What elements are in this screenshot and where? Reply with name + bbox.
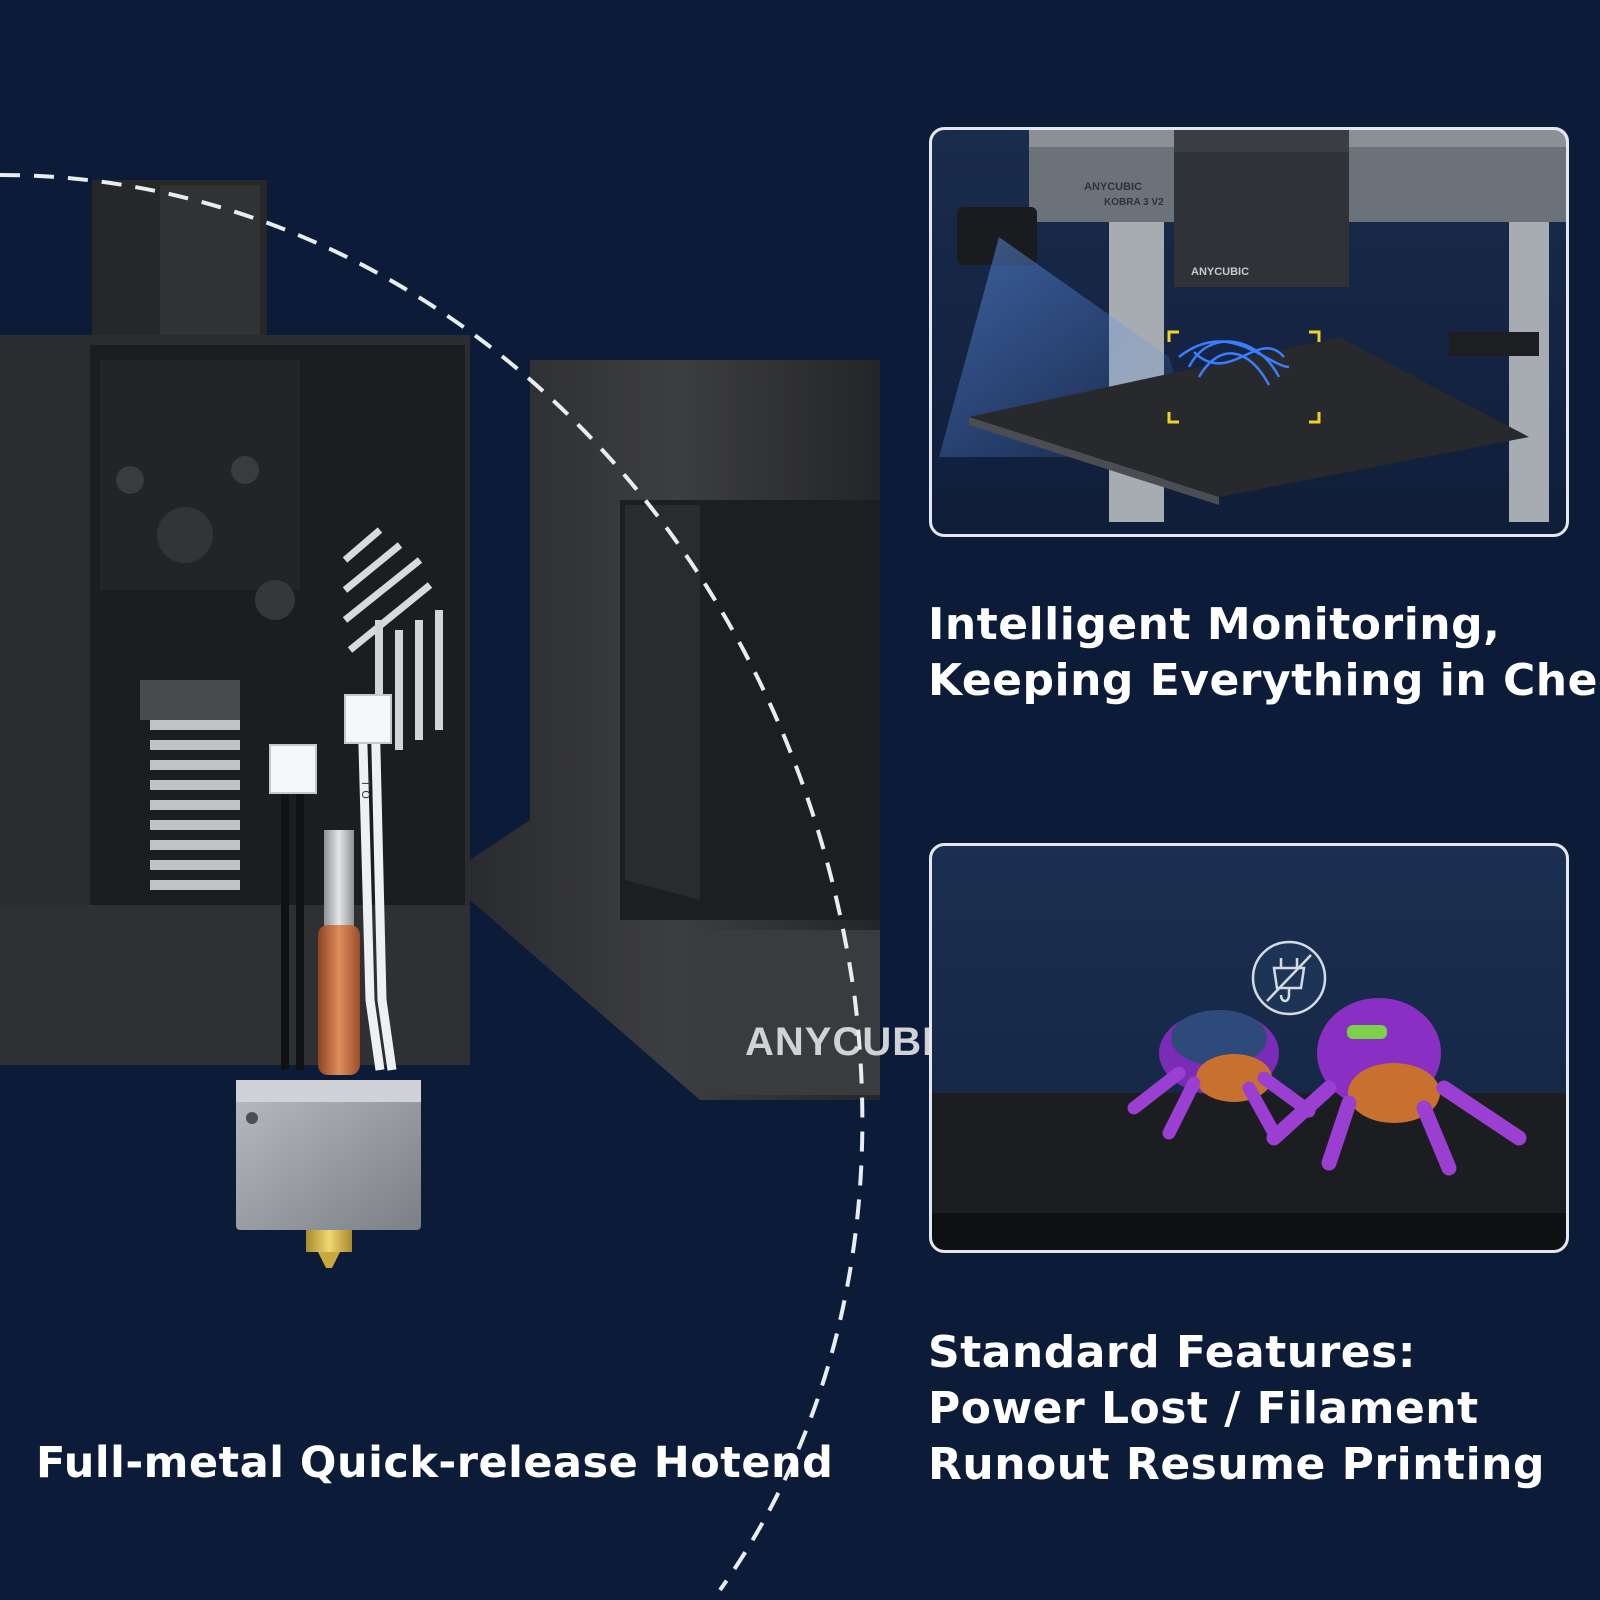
spider-model-right bbox=[1266, 998, 1527, 1176]
caption-monitoring-line-2: Keeping Everything in Chec bbox=[928, 655, 1600, 706]
resume-scene bbox=[929, 843, 1569, 1253]
caption-resume-line-1: Standard Features: bbox=[928, 1327, 1416, 1378]
spider-model-left bbox=[1127, 1010, 1316, 1140]
heat-break bbox=[324, 830, 354, 930]
frame-logo: ANYCUBI bbox=[745, 1020, 934, 1064]
svg-text:T O: T O bbox=[359, 779, 372, 799]
black-wire-connector bbox=[269, 744, 317, 794]
unplugged-plug-icon bbox=[1251, 940, 1327, 1016]
svg-text:ANYCUBIC: ANYCUBIC bbox=[1191, 266, 1249, 278]
panel-camera-monitoring: ANYCUBIC KOBRA 3 V2 ANYCUBIC bbox=[929, 127, 1569, 537]
heatsink bbox=[150, 720, 240, 890]
print-bed bbox=[969, 337, 1529, 497]
printer-badge-model: KOBRA 3 V2 bbox=[1104, 197, 1164, 208]
caption-hotend-line: Full-metal Quick-release Hotend bbox=[36, 1438, 834, 1488]
caption-monitoring: Intelligent Monitoring, Keeping Everythi… bbox=[928, 597, 1600, 709]
nozzle bbox=[306, 1230, 352, 1252]
caption-resume: Standard Features: Power Lost / Filament… bbox=[928, 1325, 1545, 1493]
white-wire-connector bbox=[344, 694, 392, 744]
print-bed bbox=[929, 1093, 1569, 1223]
caption-resume-line-2: Power Lost / Filament bbox=[928, 1383, 1479, 1434]
caption-monitoring-line-1: Intelligent Monitoring, bbox=[928, 599, 1501, 650]
panel-resume-printing bbox=[929, 843, 1569, 1253]
scanned-object bbox=[1178, 340, 1290, 386]
toolhead bbox=[1174, 127, 1349, 287]
vent-slats bbox=[342, 527, 433, 653]
heater-block bbox=[236, 1080, 421, 1230]
camera-scene: ANYCUBIC KOBRA 3 V2 ANYCUBIC bbox=[929, 127, 1569, 537]
detection-brackets bbox=[1167, 330, 1321, 424]
caption-resume-line-3: Runout Resume Printing bbox=[928, 1439, 1545, 1490]
hotend-cables bbox=[281, 709, 397, 1071]
caption-hotend: Full-metal Quick-release Hotend bbox=[36, 1435, 833, 1491]
printer-badge: ANYCUBIC bbox=[1084, 181, 1142, 193]
copper-sleeve bbox=[318, 925, 360, 1075]
